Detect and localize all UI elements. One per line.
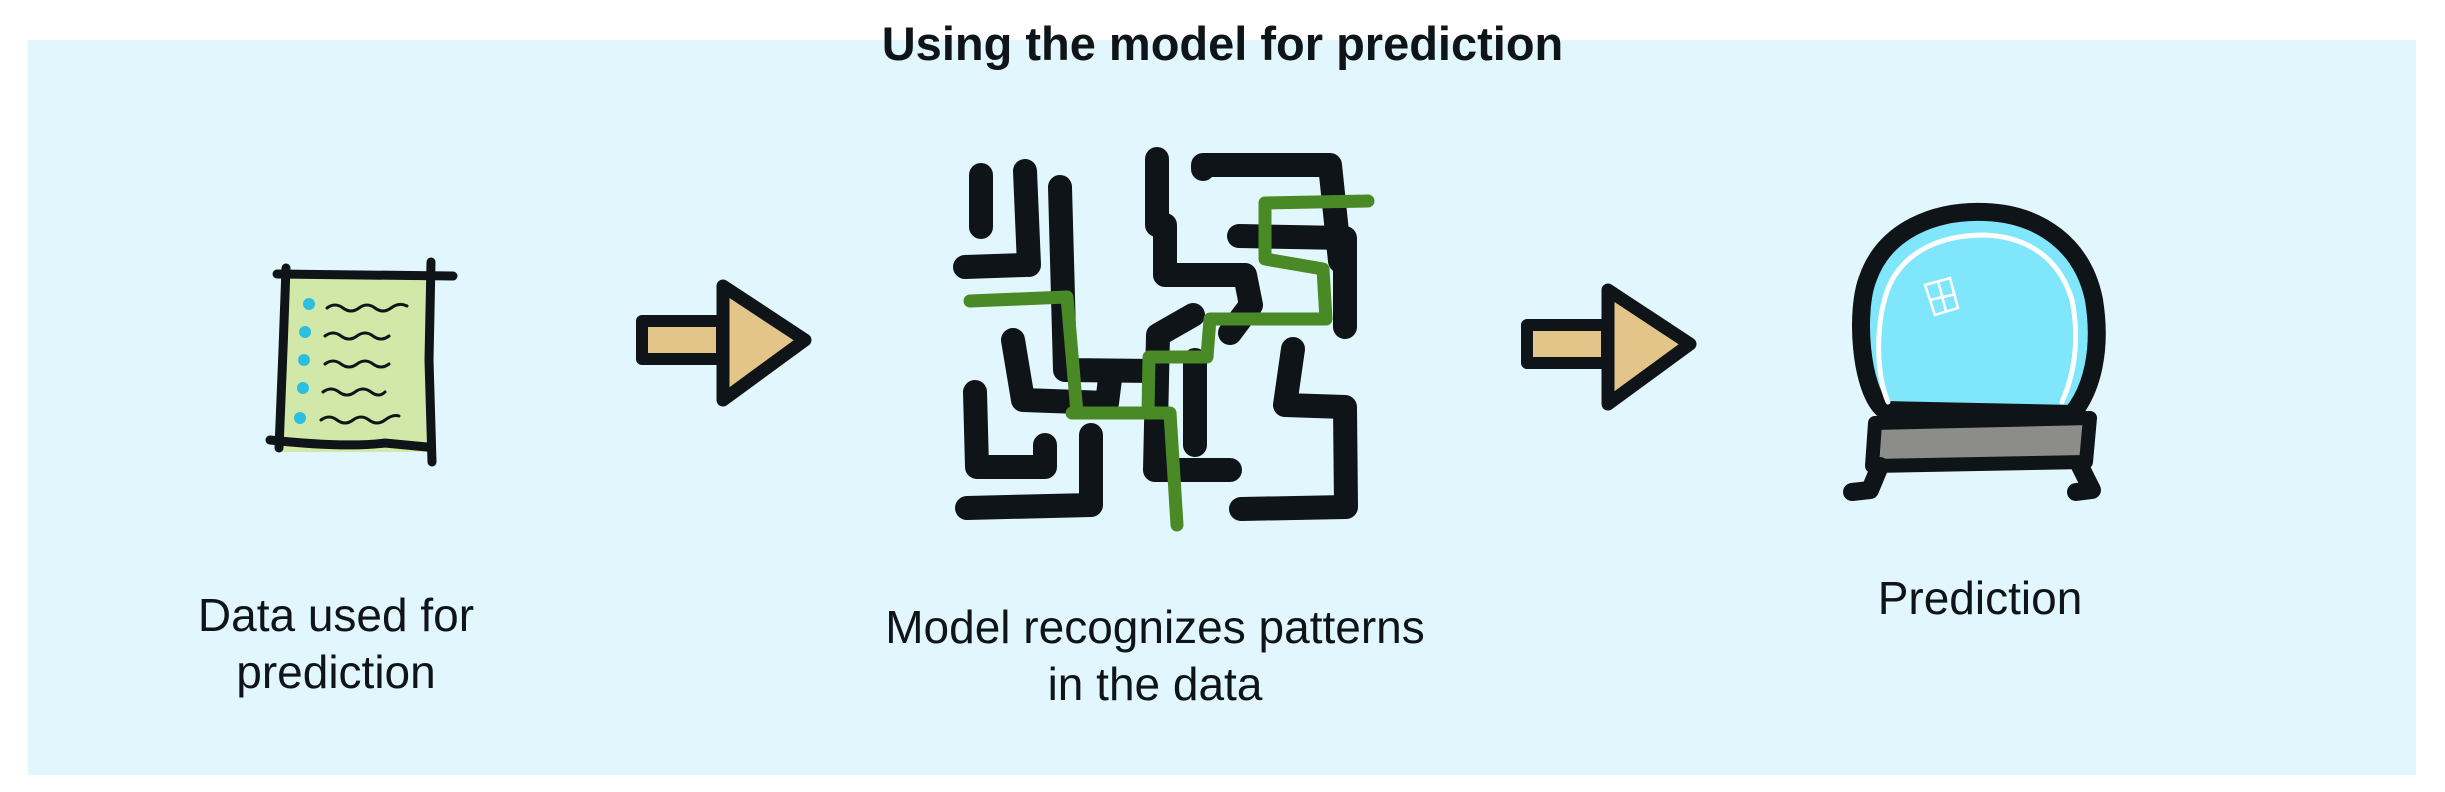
- step-label-line: Prediction: [1877, 572, 2083, 624]
- diagram-title: Using the model for prediction: [881, 17, 1564, 70]
- step-label-prediction: Prediction: [1780, 570, 2180, 627]
- step-label-line: Model recognizes patterns: [885, 601, 1425, 653]
- arrow-right-icon: [1521, 283, 1697, 411]
- step-label-line: in the data: [1047, 658, 1263, 710]
- step-label-line: Data used for: [197, 589, 475, 641]
- step-label-model: Model recognizes patterns in the data: [830, 599, 1480, 713]
- arrow-right-icon: [636, 279, 812, 407]
- crystal-ball-icon: [1843, 202, 2106, 501]
- maze-icon: [953, 147, 1375, 532]
- step-label-line: prediction: [236, 646, 436, 698]
- step-label-data: Data used for prediction: [136, 587, 536, 701]
- document-icon: [265, 257, 458, 467]
